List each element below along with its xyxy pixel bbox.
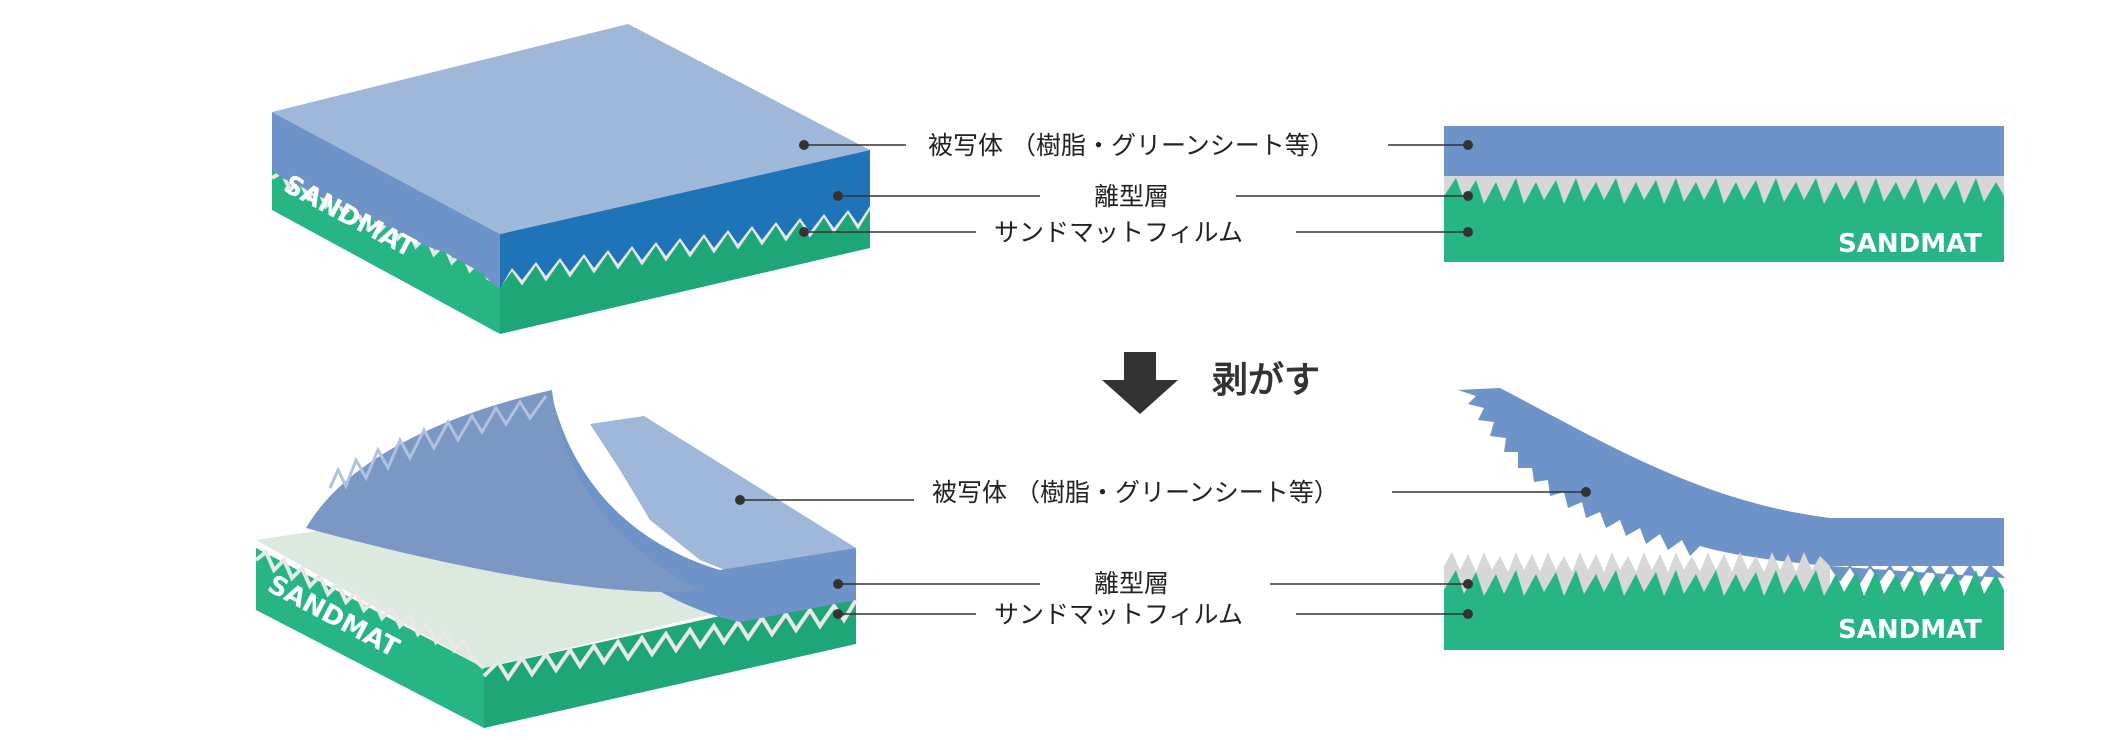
film-label-bottom: サンドマットフィルム	[994, 600, 1243, 629]
release-spikes-bottom-left	[254, 548, 486, 670]
leaders-bottom	[735, 487, 1591, 619]
film-left-face-bottom	[256, 548, 484, 728]
object-top-face	[272, 24, 870, 234]
film-label-top: サンドマットフィルム	[994, 218, 1243, 247]
arrow-down-icon	[1102, 352, 1178, 414]
object-label-top: 被写体 （樹脂・グリーンシート等）	[928, 131, 1335, 160]
cross-section-bottom: SANDMAT	[1444, 388, 2005, 650]
leaders-top	[799, 140, 1473, 237]
peeled-spikes	[328, 395, 548, 490]
peel-label: 剥がす	[1212, 360, 1320, 401]
block-top-left: SANDMAT	[270, 24, 872, 334]
object-top-face-bottom	[590, 416, 856, 576]
block-bottom-left: SANDMAT	[254, 390, 858, 728]
release-label-bottom: 離型層	[1094, 569, 1169, 598]
object-layer-top-right	[1444, 126, 2004, 176]
object-layer-peeled	[1458, 388, 2004, 566]
release-spikes-bottom-right	[482, 598, 858, 682]
brand-label-bottom-right: SANDMAT	[1838, 615, 1982, 645]
peeled-object-curl	[306, 390, 700, 592]
film-layer-top-right	[1444, 178, 2004, 262]
object-curl-side	[540, 396, 856, 622]
object-label-bottom: 被写体 （樹脂・グリーンシート等）	[932, 478, 1339, 507]
brand-label-top-right: SANDMAT	[1838, 229, 1982, 259]
cross-section-top: SANDMAT	[1444, 126, 2004, 262]
film-layer-bottom-right	[1444, 570, 2004, 650]
release-right-face	[500, 150, 870, 288]
peel-step: 剥がす	[1102, 352, 1320, 414]
release-label-top: 離型層	[1094, 182, 1169, 211]
object-left-face	[272, 112, 500, 290]
exposed-film-surface	[256, 520, 856, 668]
